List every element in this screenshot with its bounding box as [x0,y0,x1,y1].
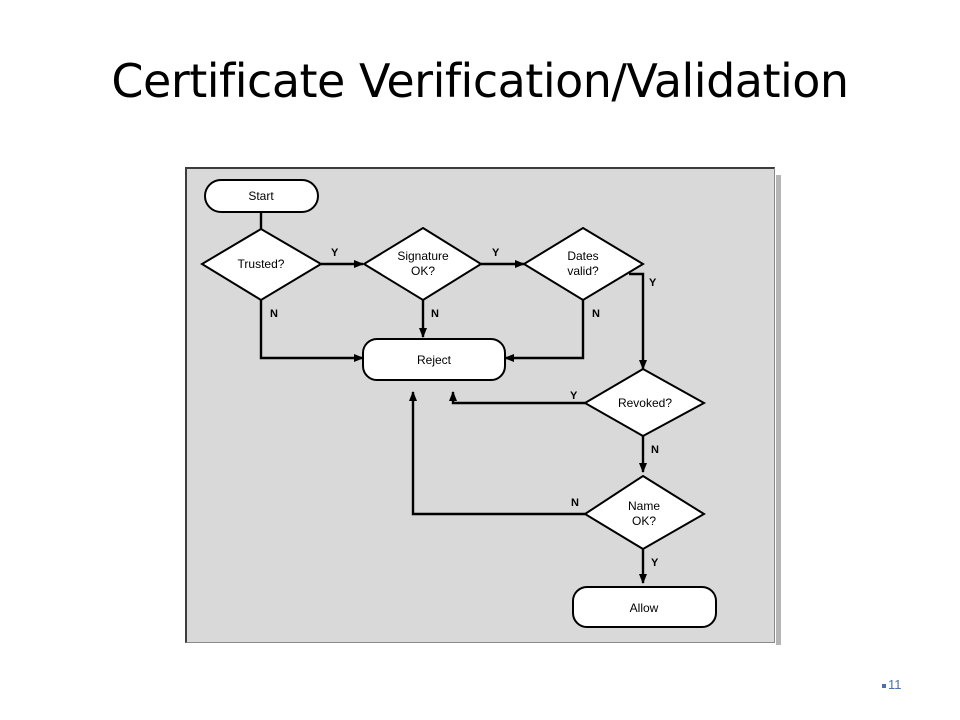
edge-dates-no-label: N [592,308,600,320]
edge-trusted-yes-label: Y [331,247,339,259]
edge-revoked-no-label: N [651,444,659,456]
node-name-label-line1: Name [628,499,660,513]
edge-name-reject [409,391,585,516]
node-signature-label-line2: OK? [411,264,435,278]
node-reject [362,338,506,381]
node-name [583,474,706,551]
edge-dates-yes-label: Y [649,277,657,289]
node-name-label-line2: OK? [632,514,656,528]
edge-revoked-yes-label: Y [570,390,578,402]
node-start-label: Start [248,189,274,203]
edge-dates-reject [504,300,585,362]
edge-name-yes-label: Y [651,557,659,569]
node-signature-label-line1: Signature [397,249,449,263]
node-reject-label: Reject [417,353,452,367]
edge-trusted-reject [259,300,364,362]
slide-number-bullet-icon [882,683,886,688]
edge-signature-no-label: N [431,308,439,320]
node-trusted [200,227,323,302]
flowchart: Start Trusted? Signature OK? Dates valid… [200,179,717,628]
node-signature [362,226,483,302]
node-revoked-label: Revoked? [618,396,672,410]
edge-dates-revoked [629,272,647,370]
node-start [204,179,319,213]
node-trusted-label: Trusted? [238,257,285,271]
edge-revoked-reject [449,391,585,405]
node-allow-label: Allow [630,601,659,615]
node-revoked [583,367,707,438]
node-dates-label-line1: Dates [567,249,598,263]
slide-title: Certificate Verification/Validation [111,54,849,108]
node-dates-label-line2: valid? [567,264,599,278]
edge-name-no-label: N [571,497,579,509]
edge-signature-yes-label: Y [492,247,500,259]
node-dates [522,226,645,302]
node-allow [572,586,717,628]
slide-number: 11 [882,677,902,692]
slide-number-text: 11 [888,677,902,692]
flowchart-panel: Start Trusted? Signature OK? Dates valid… [185,167,781,645]
edge-trusted-no-label: N [270,308,278,320]
